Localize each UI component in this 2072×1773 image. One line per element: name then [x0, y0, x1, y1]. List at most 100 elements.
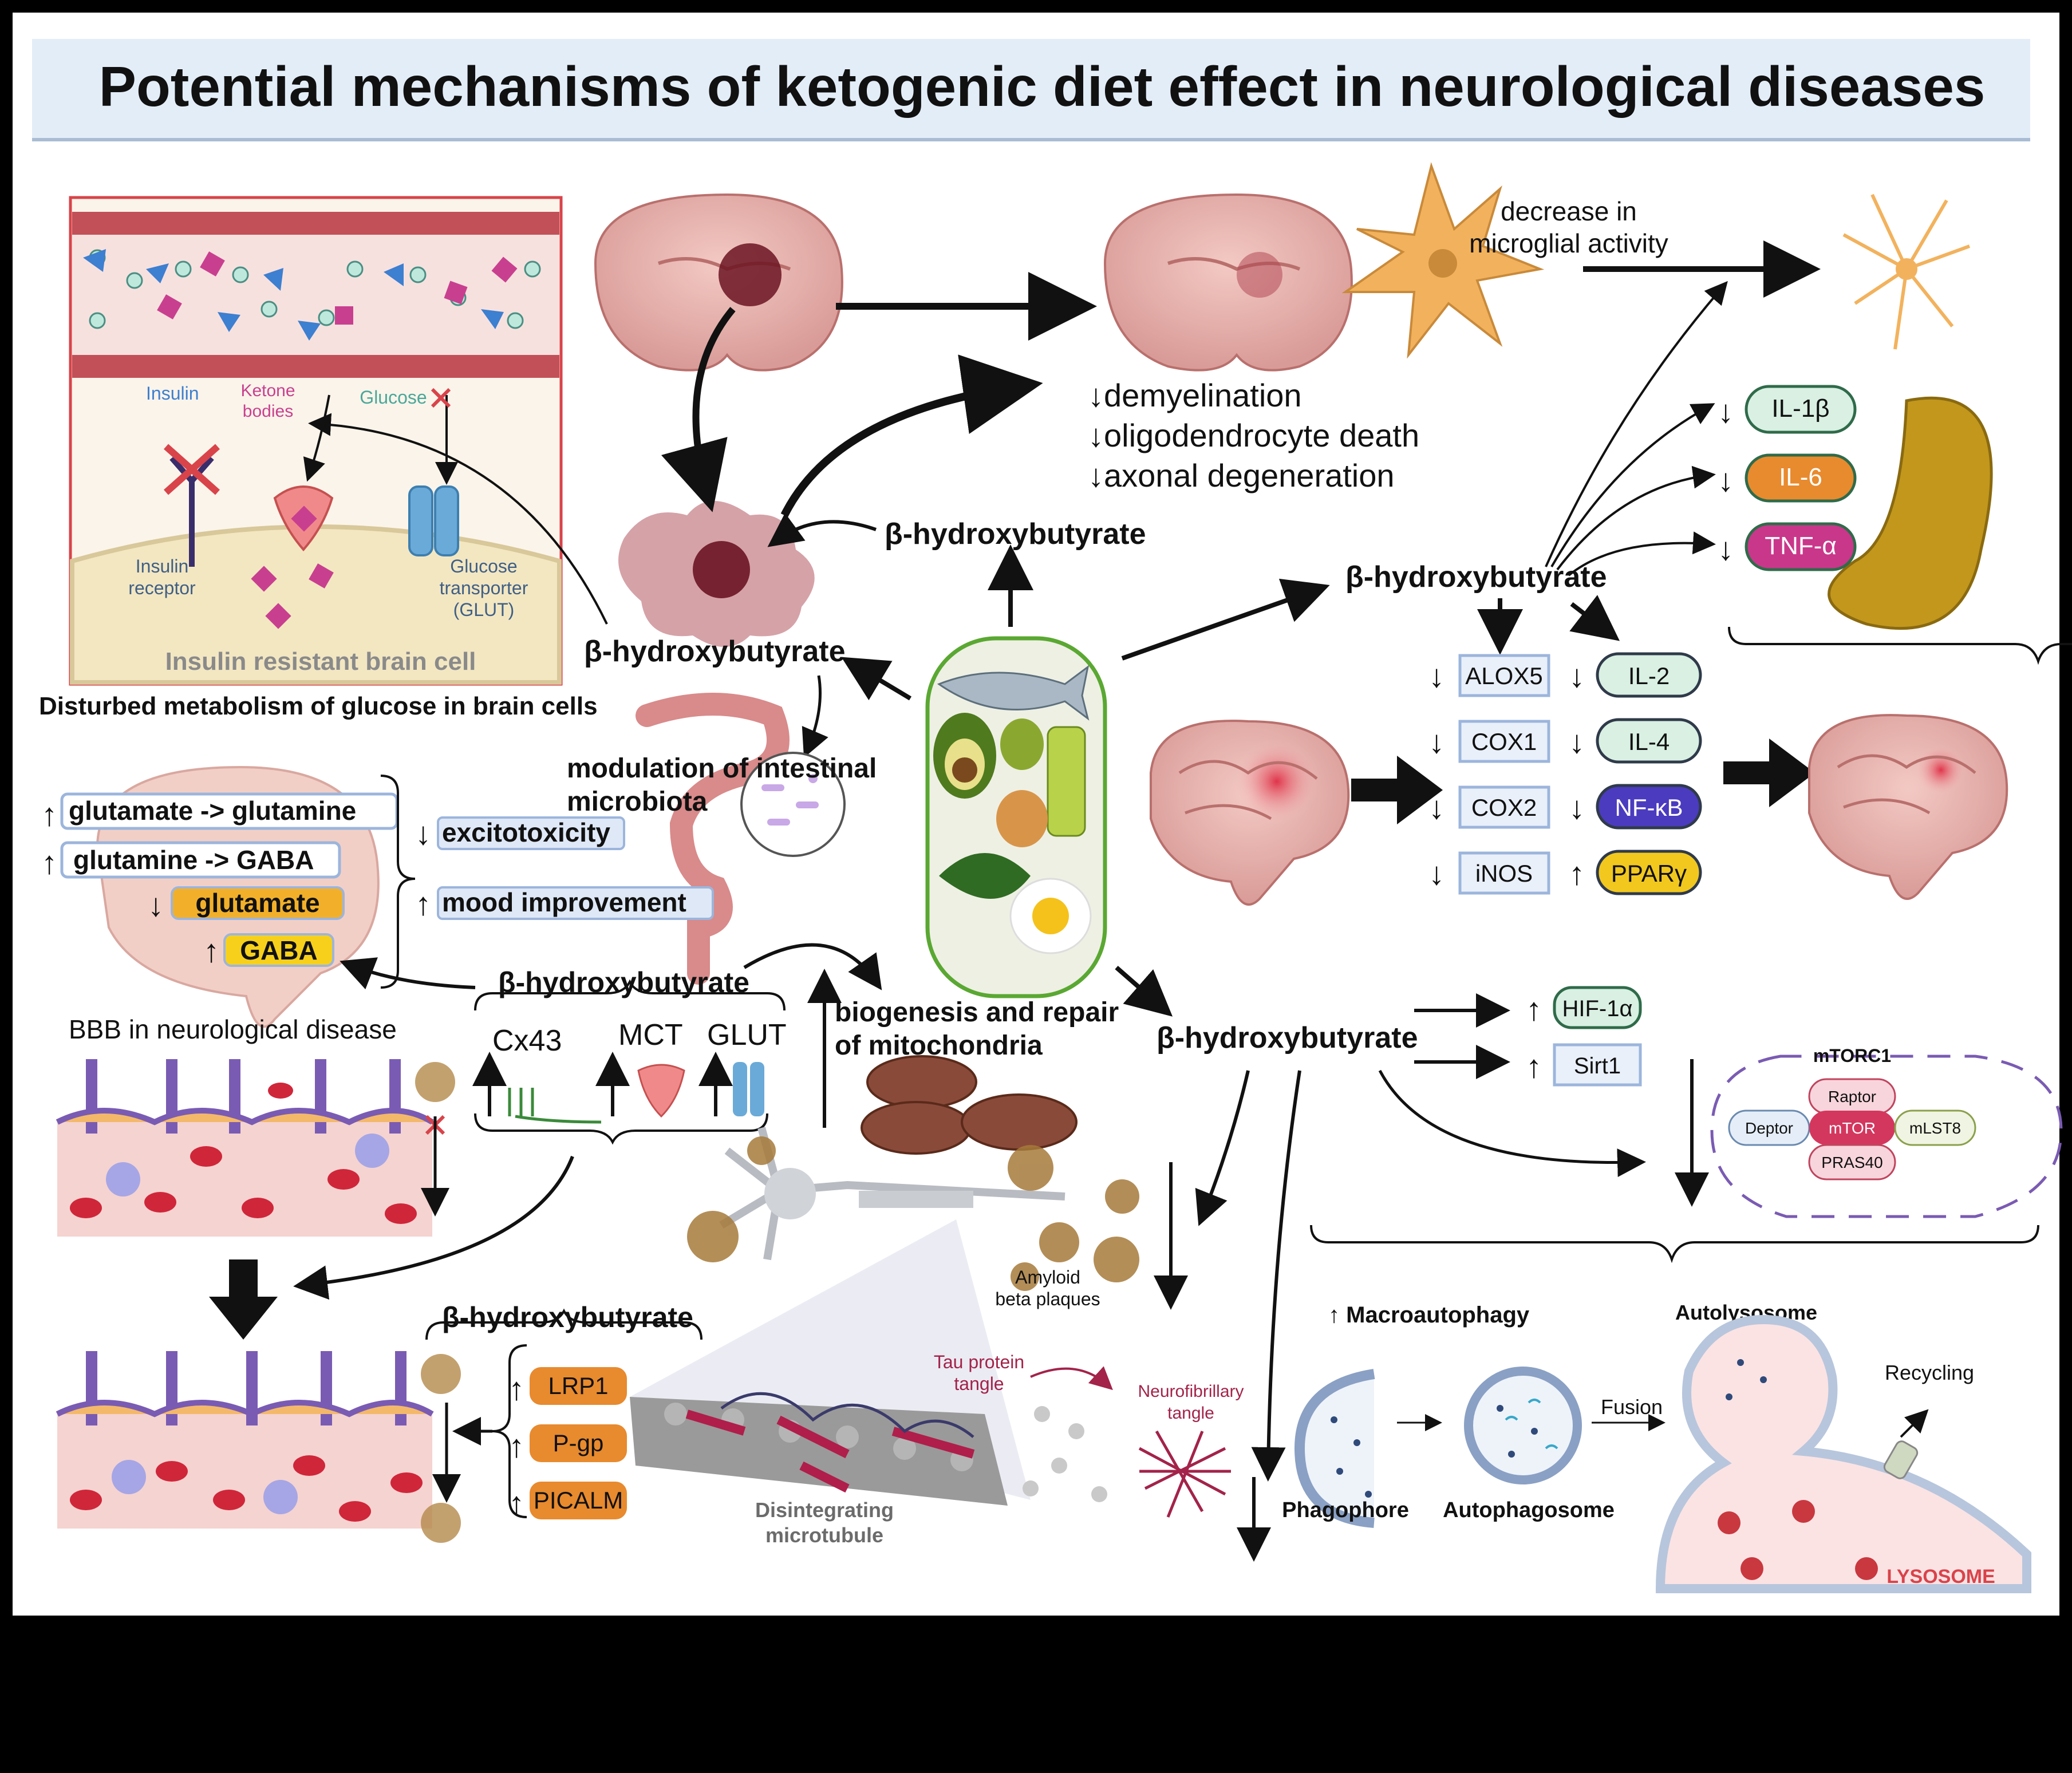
- bbb-healthy-icon: [56, 1351, 461, 1543]
- up-arrow-icon: ↑: [1569, 855, 1585, 891]
- phagophore-icon: [1294, 1369, 1375, 1528]
- clearance-0: LRP1: [548, 1372, 608, 1399]
- thick-arrow-down: [209, 1259, 278, 1340]
- marker-left-2: COX2: [1471, 794, 1537, 821]
- lysosome-label: LYSOSOME: [1886, 1566, 1995, 1588]
- glutamate-glutamine-label: glutamate -> glutamine: [69, 796, 356, 826]
- autophagosome-icon: [1464, 1367, 1582, 1484]
- ketone-bodies-line2: bodies: [243, 402, 293, 421]
- stroke-brain-left-icon: [1150, 720, 1350, 906]
- insulin-receptor-icon: [164, 444, 220, 567]
- fish-icon: [937, 665, 1090, 721]
- autolysosome-icon: [1655, 1314, 2031, 1593]
- cytokine-1: IL-6: [1779, 463, 1822, 491]
- mtorc1-complex: mTORC1 Raptor Deptor mTOR mLST8 PRAS40: [1710, 1045, 2063, 1218]
- phagophore-label: Phagophore: [1282, 1498, 1409, 1522]
- down-arrow-icon: ↓: [1428, 855, 1445, 891]
- marker-left-3: iNOS: [1475, 860, 1533, 887]
- insulin-molecules: [83, 249, 504, 341]
- bbb-disease-icon: [56, 1059, 455, 1237]
- mct-label: MCT: [618, 1018, 683, 1052]
- down-arrow-icon: ↓: [1718, 462, 1734, 498]
- pancreas-icon: [1828, 396, 1993, 630]
- gaba-label: GABA: [240, 935, 317, 965]
- svg-text:↑: ↑: [41, 844, 57, 880]
- page-title: Potential mechanisms of ketogenic diet e…: [99, 55, 1986, 118]
- effect-line-1: ↓oligodendrocyte death: [1088, 417, 1419, 453]
- down-arrow-icon: ↓: [1718, 393, 1734, 429]
- mitochondria-icon: [861, 1055, 1078, 1155]
- fusion-label: Fusion: [1601, 1395, 1663, 1419]
- bhb-label-lower: β-hydroxybutyrate: [1157, 1021, 1418, 1055]
- hif-marker-1: Sirt1: [1574, 1053, 1621, 1079]
- svg-text:↑: ↑: [203, 933, 219, 969]
- svg-text:↓: ↓: [148, 887, 164, 923]
- disturbed-metabolism-caption: Disturbed metabolism of glucose in brain…: [39, 692, 598, 720]
- marker-left-0: ALOX5: [1465, 662, 1542, 689]
- down-arrow-icon: ↓: [1428, 658, 1445, 694]
- pras40-label: PRAS40: [1821, 1154, 1882, 1171]
- bhb-label-right: β-hydroxybutyrate: [1345, 560, 1607, 594]
- thick-arrow-right-1: [1351, 756, 1443, 824]
- resting-microglia-icon: [1842, 194, 1971, 350]
- bbb-label: BBB in neurological disease: [69, 1014, 397, 1044]
- hif-sirt-markers: ↑HIF-1α↑Sirt1: [1526, 986, 1642, 1087]
- neurotransmitter-block: ↑ glutamate -> glutamine ↑ glutamine -> …: [41, 775, 714, 989]
- up-arrow-icon: ↑: [508, 1485, 524, 1521]
- recycling-label: Recycling: [1885, 1361, 1974, 1384]
- mct-transporter-icon: [273, 485, 334, 552]
- glut-transporter-icon: [408, 485, 459, 556]
- intestine-icon: [636, 693, 846, 985]
- effect-line-2: ↓axonal degeneration: [1088, 457, 1395, 493]
- demyelination-effects: ↓demyelination ↓oligodendrocyte death ↓a…: [1088, 377, 1419, 493]
- cx43-label: Cx43: [492, 1024, 562, 1057]
- autophagosome-label: Autophagosome: [1443, 1498, 1615, 1522]
- microtubule-icon: [630, 1392, 1107, 1506]
- mtor-label: mTOR: [1829, 1119, 1876, 1137]
- marker-right-0: IL-2: [1628, 662, 1670, 689]
- ketone-bodies-line1: Ketone: [240, 381, 295, 400]
- ketogenic-food-capsule: [925, 636, 1107, 998]
- glutamate-label: glutamate: [195, 888, 319, 918]
- mood-improvement-label: mood improvement: [442, 887, 686, 917]
- effect-line-0: ↓demyelination: [1088, 377, 1302, 413]
- glut-label: GLUT: [707, 1018, 787, 1052]
- svg-text:↑: ↑: [41, 796, 57, 832]
- mlst8-label: mLST8: [1909, 1119, 1961, 1137]
- down-arrow-icon: ↓: [1569, 789, 1585, 826]
- marker-left-1: COX1: [1471, 728, 1537, 755]
- lesioned-brain-icon: [594, 193, 843, 372]
- insulin-resistant-cell-label: Insulin resistant brain cell: [165, 647, 476, 676]
- up-arrow-icon: ↑: [508, 1371, 524, 1407]
- hif-marker-0: HIF-1α: [1562, 996, 1632, 1021]
- bhb-label-top: β-hydroxybutyrate: [885, 518, 1146, 551]
- marker-right-3: PPARγ: [1611, 860, 1687, 887]
- oil-bottle-icon: [1047, 726, 1086, 837]
- healed-brain-icon: [1103, 193, 1353, 372]
- marker-right-1: IL-4: [1628, 728, 1670, 755]
- glutamine-gaba-label: glutamine -> GABA: [73, 845, 314, 875]
- down-arrow-icon: ↓: [1718, 531, 1734, 567]
- cytokine-list: ↓IL-1β↓IL-6↓TNF-α: [1718, 385, 1857, 571]
- up-arrow-icon: ↑: [508, 1428, 524, 1464]
- ketone-bodies-label: Ketone bodies: [240, 381, 295, 421]
- title-bar: Potential mechanisms of ketogenic diet e…: [32, 39, 2030, 141]
- activated-microglia-icon: [1341, 162, 1545, 359]
- lesion-blob-icon: [618, 501, 815, 647]
- down-arrow-icon: ↓: [1428, 724, 1445, 760]
- cytokine-0: IL-1β: [1771, 394, 1829, 422]
- olive-icon: [1000, 718, 1044, 770]
- thick-arrow-right-2: [1723, 739, 1815, 807]
- macroautophagy-label: ↑ Macroautophagy: [1328, 1302, 1530, 1328]
- down-arrow-icon: ↓: [1569, 724, 1585, 760]
